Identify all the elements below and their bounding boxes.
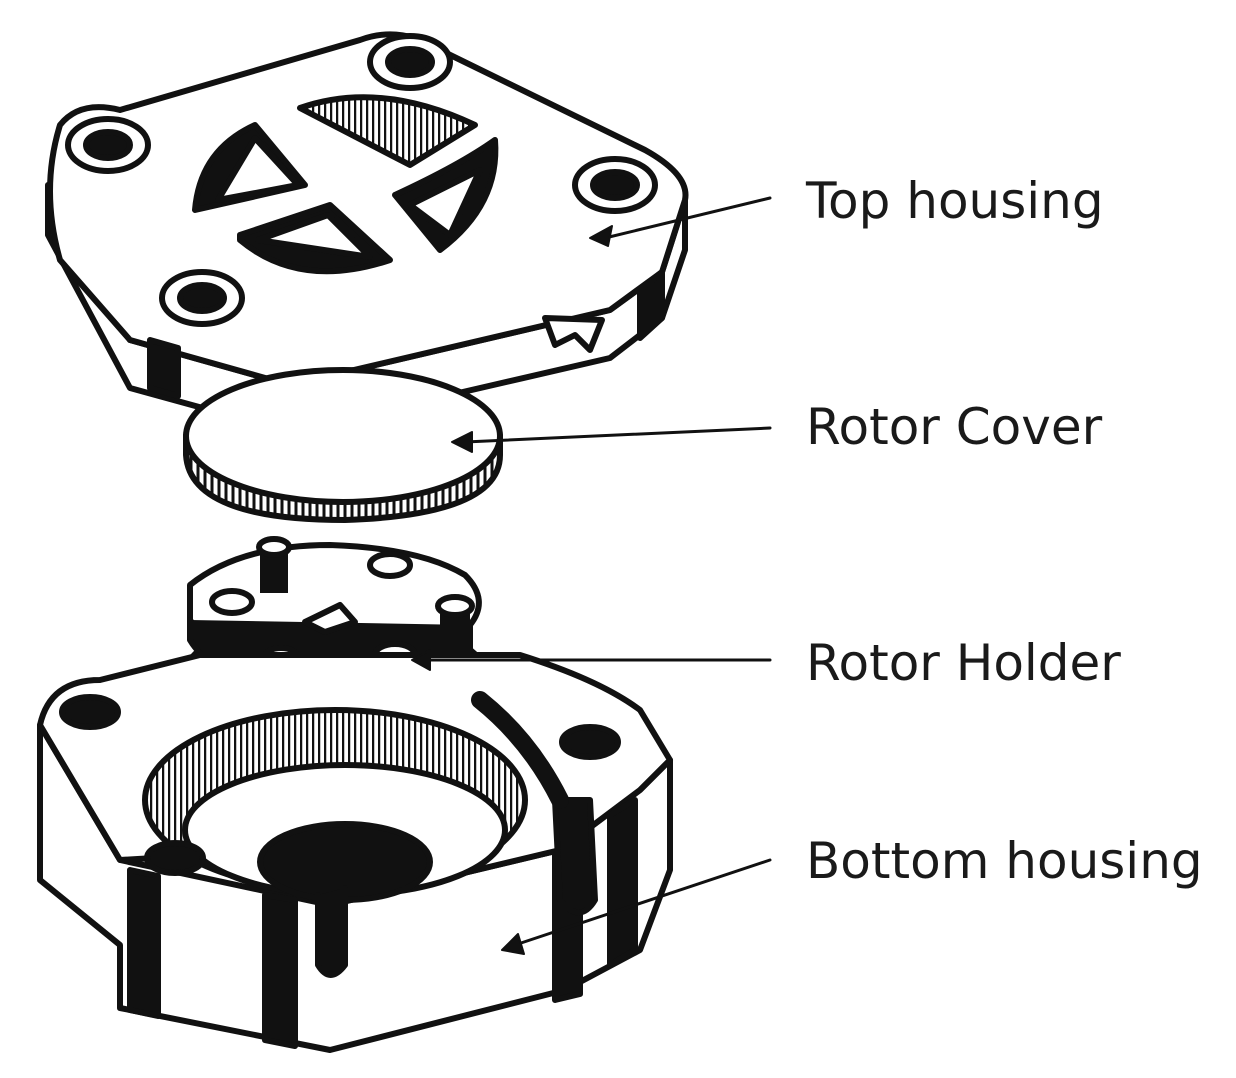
label-rotor-cover: Rotor Cover: [806, 398, 1103, 456]
leader-bottom-housing: [513, 858, 772, 947]
label-top-housing: Top housing: [806, 172, 1104, 230]
leader-rotor-cover: [463, 426, 772, 444]
leader-top-housing: [603, 196, 772, 240]
label-bottom-housing: Bottom housing: [806, 832, 1203, 890]
top-housing-part: [45, 31, 689, 435]
rotor-cover-part: [183, 367, 503, 523]
bottom-housing-part: [37, 652, 673, 1053]
leader-lines: [411, 196, 772, 955]
label-rotor-holder: Rotor Holder: [806, 634, 1121, 692]
